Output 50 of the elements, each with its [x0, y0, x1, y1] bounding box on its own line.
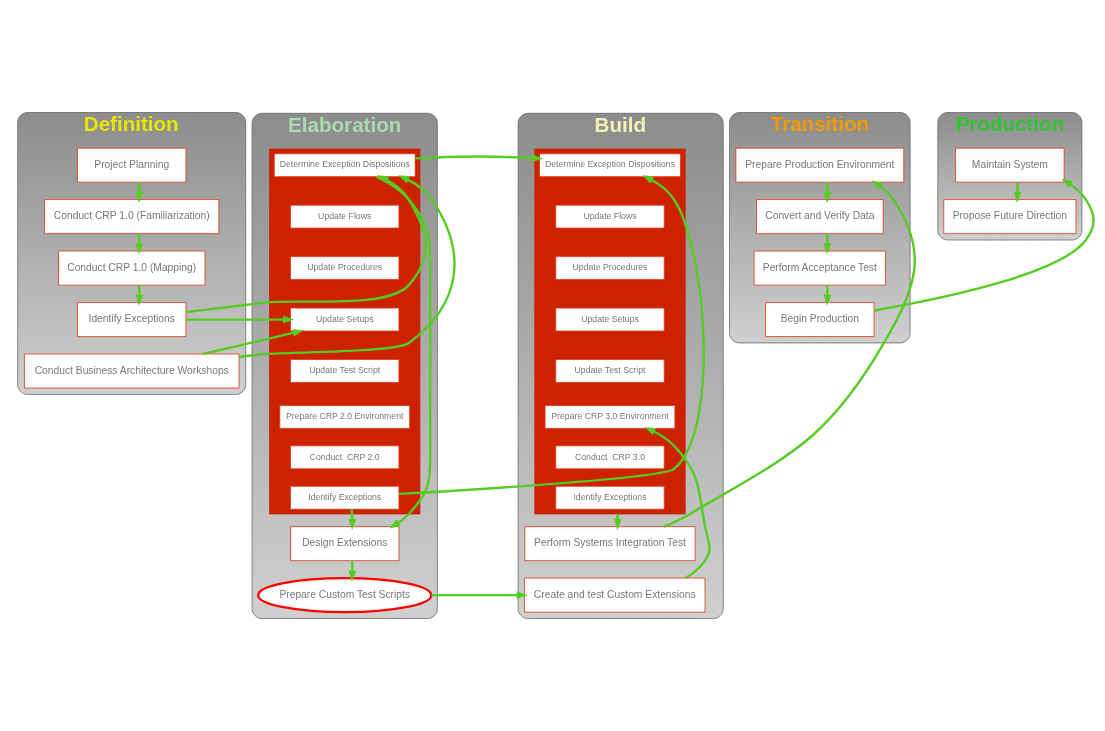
node-box: Determine Exception Dispositions	[273, 153, 416, 178]
arrow	[135, 285, 144, 306]
node-box: Identify Exceptions	[77, 302, 187, 337]
node-box: Update Flows	[555, 204, 665, 229]
node-box: Identify Exceptions	[290, 485, 400, 510]
node-box: Prepare CRP 2.0 Environment	[279, 405, 411, 429]
node-box: Create and test Custom Extensions	[524, 577, 706, 613]
arrow	[823, 285, 832, 306]
arrow	[663, 180, 916, 528]
arrow	[823, 182, 832, 203]
arrow	[348, 509, 357, 530]
node-box: Conduct CRP 3.0	[555, 445, 665, 470]
node-ellipse: Prepare Custom Test Scripts	[256, 576, 433, 614]
node-box: Update Flows	[290, 204, 400, 229]
node-box: Update Setups	[290, 307, 400, 332]
arrow	[186, 315, 295, 324]
node-box: Prepare CRP 3.0 Environment	[544, 405, 676, 429]
node-box: Convert and Verify Data	[756, 199, 884, 235]
node-box: Project Planning	[77, 147, 187, 183]
node-box: Update Procedures	[555, 256, 665, 280]
arrow	[431, 591, 528, 600]
node-box: Conduct Business Architecture Workshops	[24, 353, 240, 389]
node-box: Conduct CRP 1.0 (Mapping)	[58, 250, 206, 286]
arrow	[348, 560, 357, 582]
arrow	[644, 426, 711, 580]
arrow	[873, 178, 1095, 312]
cluster	[534, 148, 686, 515]
arrow	[1013, 182, 1022, 203]
arrow	[202, 329, 304, 356]
arrow	[415, 154, 543, 162]
cluster	[269, 148, 421, 515]
node-box: Update Setups	[555, 307, 665, 332]
node-box: Propose Future Direction	[943, 199, 1077, 235]
node-box: Update Test Script	[290, 359, 400, 383]
arrow	[399, 175, 705, 496]
node-box: Design Extensions	[290, 526, 400, 562]
node-box: Conduct CRP 1.0 (Familiarization)	[44, 199, 220, 235]
node-box: Determine Exception Dispositions	[539, 153, 681, 178]
arrow	[823, 233, 832, 255]
node-box: Update Procedures	[290, 256, 400, 280]
node-box: Update Test Script	[555, 359, 665, 383]
node-box: Begin Production	[765, 302, 875, 337]
node-box: Maintain System	[955, 147, 1065, 183]
arrow	[135, 182, 144, 203]
node-box: Identify Exceptions	[555, 485, 665, 510]
arrow	[613, 513, 622, 530]
node-box: Prepare Production Environment	[735, 147, 905, 183]
node-box: Conduct CRP 2.0	[290, 445, 400, 470]
node-box: Perform Acceptance Test	[753, 250, 886, 286]
node-box: Perform Systems Integration Test	[524, 526, 696, 562]
